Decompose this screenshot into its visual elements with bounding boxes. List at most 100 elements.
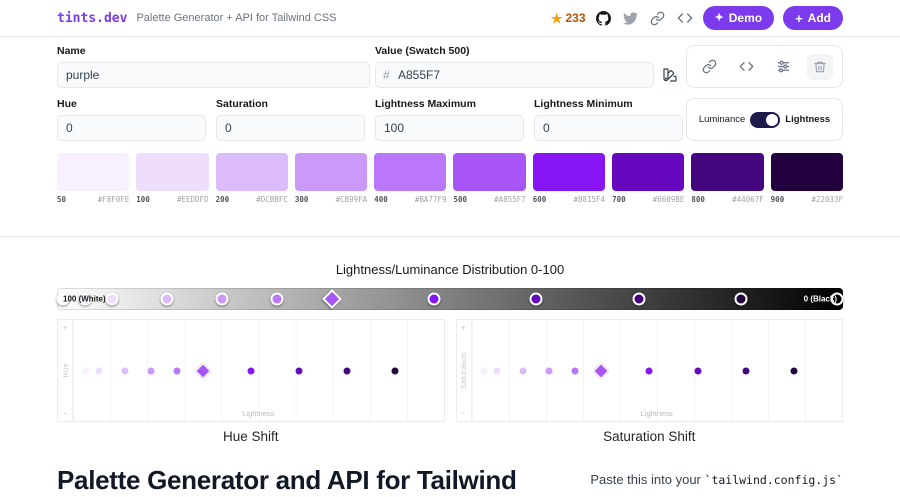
- api-code-button[interactable]: [676, 9, 694, 27]
- swatch-meta: 400#BA77F9: [374, 195, 446, 204]
- twitter-button[interactable]: [622, 9, 640, 27]
- distribution-dot-50: [78, 292, 91, 306]
- hue-label: Hue: [57, 98, 77, 110]
- swatch-200[interactable]: 200#DCBBFC: [215, 153, 288, 204]
- chart-dot-200: [121, 367, 129, 374]
- distribution-marker-500: [322, 289, 342, 309]
- distribution-dot-200: [160, 292, 174, 306]
- swatch-color-300[interactable]: [294, 153, 368, 191]
- swatch-900[interactable]: 900#22033F: [770, 153, 843, 204]
- swatch-color-50[interactable]: [57, 153, 130, 191]
- settings-button[interactable]: [770, 54, 796, 80]
- swatch-color-700[interactable]: [612, 153, 685, 191]
- swatch-50[interactable]: 50#F8F0FE: [57, 153, 130, 204]
- saturation-shift-plot: Lightness: [471, 320, 842, 421]
- mode-toggle-box: Luminance Lightness: [686, 98, 843, 141]
- swatch-color-200[interactable]: [215, 153, 288, 191]
- swatch-color-400[interactable]: [374, 153, 447, 191]
- paste-text: Paste this into your: [590, 472, 701, 487]
- swatch-meta: 600#8815F4: [533, 195, 605, 204]
- sliders-icon: [777, 60, 789, 73]
- chart-dot-700: [694, 367, 701, 374]
- swatch-color-900[interactable]: [770, 153, 843, 191]
- github-button[interactable]: [595, 9, 613, 27]
- swatch-500[interactable]: 500#A855F7: [453, 153, 526, 204]
- github-stars-button[interactable]: ★ 233: [551, 11, 586, 25]
- chart-dot-800: [343, 367, 351, 374]
- swatch-100[interactable]: 100#EEDDFD: [136, 153, 209, 204]
- swatch-600[interactable]: 600#8815F4: [532, 153, 606, 204]
- hue-shift-chart: + Hue - Lightness: [57, 319, 445, 422]
- swatch-800[interactable]: 800#44067F: [691, 153, 764, 204]
- swatch-meta: 50#F8F0FE: [57, 195, 129, 204]
- saturation-axis-label: Saturation: [459, 351, 468, 390]
- saturation-shift-chart: + Saturation - Lightness: [455, 319, 843, 422]
- copy-code-button[interactable]: [733, 54, 759, 80]
- swatch-stop-label: 900: [770, 195, 785, 204]
- chart-dot-300: [545, 367, 553, 374]
- axis-minus-label: -: [63, 407, 67, 418]
- code-icon: [739, 62, 753, 71]
- link-icon: [650, 11, 665, 25]
- app-header: tints.dev Palette Generator + API for Ta…: [0, 0, 900, 37]
- chart-titles-row: Hue Shift Saturation Shift: [57, 429, 843, 444]
- distribution-endpoint-white: [56, 292, 70, 306]
- chart-dot-200: [519, 367, 527, 374]
- chart-dot-100: [493, 367, 501, 374]
- random-color-button[interactable]: [657, 62, 683, 88]
- add-button[interactable]: + Add: [783, 6, 843, 30]
- paste-instruction: Paste this into your `tailwind.config.js…: [590, 465, 843, 496]
- distribution-dot-300: [215, 292, 229, 306]
- distribution-dot-700: [529, 292, 543, 306]
- mode-toggle-switch[interactable]: [750, 111, 781, 128]
- axis-plus-label: +: [460, 323, 467, 333]
- swatch-stop-label: 300: [294, 195, 309, 204]
- distribution-dot-100: [105, 292, 119, 306]
- chart-dot-400: [173, 367, 181, 374]
- swatch-hex-label: #BA77F9: [414, 195, 447, 204]
- toggle-label-lightness[interactable]: Lightness: [785, 114, 831, 125]
- delete-palette-button[interactable]: [807, 53, 833, 80]
- saturation-input[interactable]: [216, 115, 365, 141]
- lightness-axis-label: Lightness: [242, 409, 275, 418]
- hash-prefix: #: [383, 68, 390, 82]
- link-icon: [702, 59, 716, 74]
- name-input[interactable]: [57, 62, 370, 88]
- swatch-color-600[interactable]: [532, 153, 606, 191]
- chart-dot-700: [295, 367, 303, 374]
- value-field: Value (Swatch 500) #: [375, 45, 683, 88]
- chart-dot-600: [645, 367, 653, 374]
- config-filename: `tailwind.config.js`: [704, 473, 843, 487]
- swatch-hex-label: #8815F4: [573, 195, 606, 204]
- swatch-color-100[interactable]: [136, 153, 209, 191]
- hue-input[interactable]: [57, 115, 206, 141]
- swatch-hex-label: #CB99FA: [335, 195, 368, 204]
- share-link-button[interactable]: [649, 9, 667, 27]
- swatch-color-500[interactable]: [453, 153, 526, 191]
- hue-shift-plot: Lightness: [73, 320, 444, 421]
- lightness-axis-label: Lightness: [640, 409, 673, 418]
- swatch-hex-label: #6609BE: [652, 195, 685, 204]
- swatch-700[interactable]: 700#6609BE: [612, 153, 685, 204]
- lightness-max-input[interactable]: [375, 115, 524, 141]
- hue-field: Hue: [57, 98, 206, 141]
- lightness-min-input[interactable]: [534, 115, 683, 141]
- lightness-max-label: Lightness Maximum: [375, 98, 476, 110]
- distribution-dot-900: [734, 292, 748, 306]
- header-actions: ★ 233 ✦ Demo + Add: [551, 6, 843, 30]
- saturation-field: Saturation: [216, 98, 365, 141]
- toggle-label-luminance[interactable]: Luminance: [698, 114, 746, 125]
- swatch-hex-label: #F8F0FE: [97, 195, 130, 204]
- swatch-300[interactable]: 300 #CB99FA: [294, 153, 368, 204]
- swatch-meta: 900#22033F: [771, 195, 843, 204]
- value-input[interactable]: [375, 62, 654, 88]
- demo-button[interactable]: ✦ Demo: [702, 6, 775, 30]
- logo[interactable]: tints.dev: [57, 10, 128, 26]
- distribution-endpoint-black: [830, 292, 844, 306]
- swatch-400[interactable]: 400#BA77F9: [374, 153, 447, 204]
- shift-charts-row: + Hue - Lightness + Saturation - Lightne…: [57, 319, 843, 422]
- swatch-color-800[interactable]: [691, 153, 764, 191]
- copy-link-button[interactable]: [696, 54, 722, 80]
- github-icon: [596, 10, 612, 26]
